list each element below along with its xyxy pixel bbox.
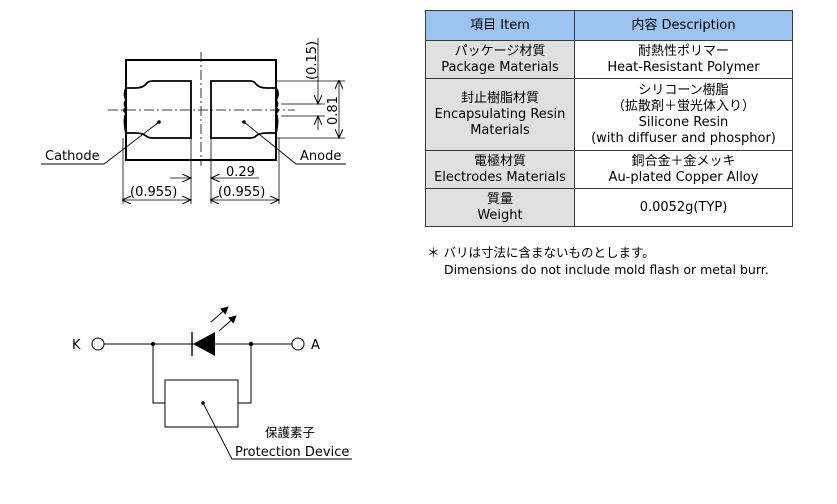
item-cell: 封止樹脂材質 Encapsulating Resin Materials [425,78,575,151]
dim-text-0-81: 0.81 [326,96,341,125]
item-cell: 質量 Weight [425,188,575,227]
anode-pad [210,80,279,139]
protection-label-en: Protection Device [235,445,349,460]
terminal-a [291,337,305,351]
item-cell: 電極材質 Electrodes Materials [425,150,575,189]
description-cell: 0.0052g(TYP) [574,188,793,227]
anode-label: Anode [300,149,341,164]
dim-text-0-29: 0.29 [226,165,255,180]
header-description: 内容 Description [574,10,793,41]
protection-leader [202,402,352,460]
note-en: Dimensions do not include mold flash or … [444,262,769,277]
table-row: 電極材質 Electrodes Materials 銅合金＋金メッキ Au-pl… [425,150,793,189]
description-cell: 銅合金＋金メッキ Au-plated Copper Alloy [574,150,793,189]
dim-text-right-pad: (0.955) [218,185,265,200]
dimension-note: ＊ バリは寸法に含まないものとします。 Dimensions do not in… [427,244,769,278]
protection-label-jp: 保護素子 [265,425,315,440]
cathode-leader [41,121,160,165]
cathode-pad [123,80,192,139]
item-cell: パッケージ材質 Package Materials [425,40,575,79]
package-outline-drawing: Cathode Anode (0.15) 0.81 0.29 (0.955) (… [41,38,346,204]
terminal-k [91,337,105,351]
light-emission-arrow [210,306,229,323]
description-cell: 耐熱性ポリマー Heat-Resistant Polymer [574,40,793,79]
description-cell: シリコーン樹脂 （拡散剤＋蛍光体入り） Silicone Resin (with… [574,78,793,151]
cathode-label: Cathode [45,149,100,164]
table-row: 質量 Weight 0.0052g(TYP) [425,188,793,227]
note-jp: ＊ バリは寸法に含まないものとします。 [427,245,655,260]
table-row: 封止樹脂材質 Encapsulating Resin Materials シリコ… [425,78,793,151]
terminal-a-label: A [311,338,320,353]
led-diode-triangle [193,332,215,356]
materials-table: 項目 Item 内容 Description パッケージ材質 Package M… [425,10,793,227]
light-emission-arrow [218,315,237,332]
dim-text-left-pad: (0.955) [130,185,177,200]
dim-text-0-15: (0.15) [305,41,320,80]
terminal-k-label: K [72,338,81,353]
table-row: パッケージ材質 Package Materials 耐熱性ポリマー Heat-R… [425,40,793,79]
header-item: 項目 Item [425,10,575,41]
protection-wire-left [152,344,165,404]
table-header-row: 項目 Item 内容 Description [425,10,793,41]
anode-leader [243,121,346,165]
protection-wire-right [238,344,252,404]
circuit-diagram: K A 保護素子 Protection Device [72,306,352,460]
